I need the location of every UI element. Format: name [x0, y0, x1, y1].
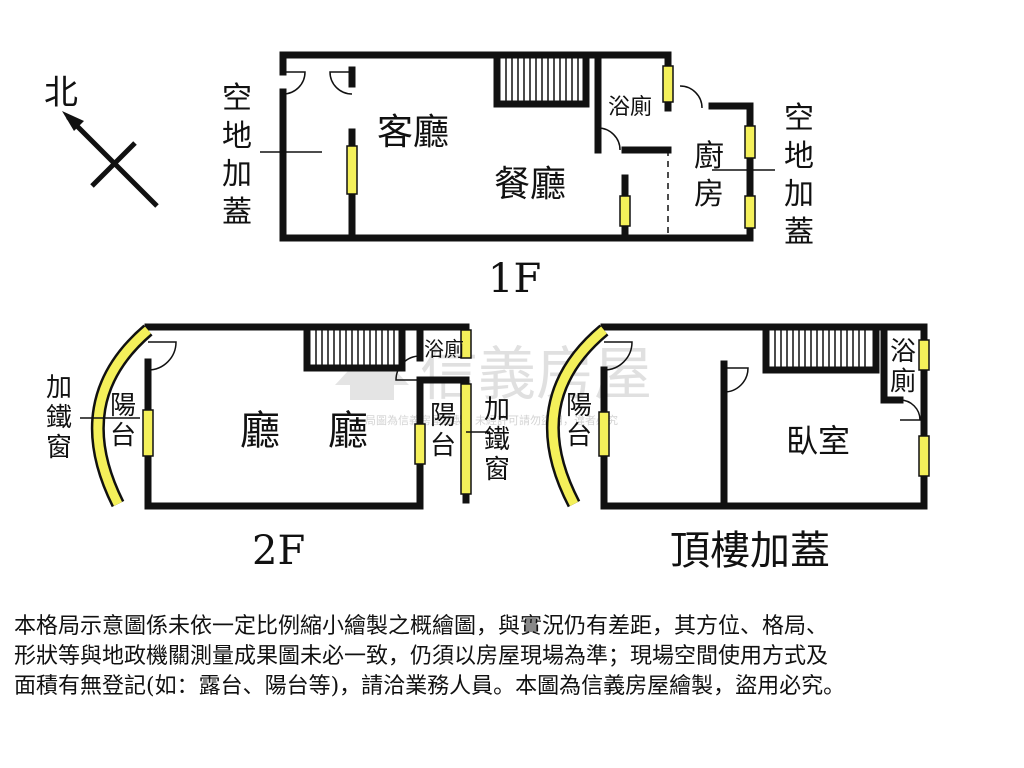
disclaimer-line: 形狀等與地政機關測量成果圖未必一致，仍須以房屋現場為準；現場空間使用方式及 [14, 644, 829, 669]
f1-bath-door-swing [597, 127, 621, 151]
f1-title: 1F [488, 256, 541, 302]
svg-text:加: 加 [46, 373, 72, 403]
f1-window [346, 145, 358, 195]
floor-2: 加 鐵 窗 陽 台 廳 廳 浴廁 陽 台 加 鐵 窗 2F [46, 323, 510, 574]
north-label: 北 [44, 73, 78, 113]
north-compass: 北 [44, 73, 159, 208]
svg-text:加: 加 [222, 157, 252, 192]
rt-bath-wall [880, 323, 904, 404]
north-arrow-shaft [66, 115, 159, 208]
svg-text:窗: 窗 [484, 455, 510, 485]
f1-left-addon-label: 空 地 加 蓋 [222, 81, 252, 230]
rt-balcony-label: 陽 台 [566, 391, 592, 451]
svg-text:陽: 陽 [110, 391, 136, 421]
svg-text:廚: 廚 [694, 139, 724, 174]
rt-window [918, 339, 930, 371]
floor-1: 空 地 加 蓋 客廳 餐廳 浴廁 廚 房 空 地 加 蓋 1F [222, 51, 814, 302]
rt-window [918, 435, 930, 477]
watermark-logo-base [350, 378, 394, 400]
svg-text:蓋: 蓋 [222, 195, 252, 230]
disclaimer-text: 本格局示意圖係未依一定比例縮小繪製之概繪圖，與實況仍有差距，其方位、格局、 形狀… [14, 612, 1014, 702]
north-arrow-head-icon [62, 111, 84, 131]
f1-window [662, 65, 674, 103]
f2-right-window-label: 加 鐵 窗 [484, 395, 510, 485]
floor-plan-diagram: 北 信義房屋 局圖為信義房屋繪製，未經許可請勿盜用，違者必究 [44, 51, 930, 574]
svg-text:陽: 陽 [566, 391, 592, 421]
f1-kitchen-label: 廚 房 [694, 139, 724, 212]
f1-left-bottom-wall [279, 88, 672, 242]
f2-window [142, 409, 154, 457]
f2-left-iron-window-fill [93, 326, 151, 507]
f2-door-swing [395, 355, 421, 381]
rt-outer-wall [600, 323, 928, 510]
rt-stairs [768, 329, 874, 368]
rt-bath-label: 浴 廁 [890, 337, 916, 397]
f2-hall-label: 廳 [240, 408, 280, 454]
compass-crossbar [90, 141, 137, 188]
svg-text:鐵: 鐵 [46, 403, 72, 433]
f2-window [460, 329, 472, 359]
svg-text:空: 空 [784, 101, 814, 136]
f2-window [414, 423, 426, 465]
rt-bedroom-label: 臥室 [786, 422, 850, 460]
f1-door-swing [329, 71, 353, 95]
f1-kitchen-wall [664, 102, 754, 242]
svg-text:鐵: 鐵 [484, 425, 510, 455]
f2-hall-label: 廳 [328, 408, 368, 454]
f2-left-balcony-label: 陽 台 [110, 391, 136, 451]
f2-stairs [309, 329, 400, 366]
svg-text:房: 房 [694, 177, 724, 212]
svg-text:地: 地 [784, 139, 814, 174]
rooftop-floor: 陽 台 浴 廁 臥室 頂樓加蓋 [545, 323, 930, 574]
svg-text:廁: 廁 [890, 367, 916, 397]
f1-stairs [499, 57, 584, 102]
disclaimer-line: 本格局示意圖係未依一定比例縮小繪製之概繪圖，與實況仍有差距，其方位、格局、 [14, 614, 829, 639]
f1-door-swing [282, 71, 306, 95]
rt-window [598, 411, 610, 457]
f1-window [744, 195, 756, 229]
svg-text:浴: 浴 [890, 337, 916, 367]
f1-window [619, 195, 631, 227]
svg-text:空: 空 [222, 81, 252, 116]
rt-stair-wall [762, 323, 880, 374]
disclaimer-line: 面積有無登記(如：露台、陽台等)，請洽業務人員。本圖為信義房屋繪製，盜用必究。 [14, 674, 846, 699]
svg-text:加: 加 [484, 395, 510, 425]
f1-stair-wall [493, 51, 590, 108]
svg-text:台: 台 [110, 421, 136, 451]
svg-text:加: 加 [784, 177, 814, 212]
f2-right-balcony-label: 陽 台 [430, 401, 456, 461]
rt-door-swing [603, 341, 633, 371]
f1-dining-room-label: 餐廳 [494, 164, 566, 205]
svg-text:台: 台 [566, 421, 592, 451]
svg-text:蓋: 蓋 [784, 215, 814, 250]
f2-door-swing [147, 341, 177, 371]
f2-title: 2F [252, 528, 305, 574]
rt-bath-door-swing [899, 399, 921, 421]
svg-text:台: 台 [430, 431, 456, 461]
svg-text:陽: 陽 [430, 401, 456, 431]
f2-bath-label: 浴廁 [424, 337, 464, 361]
f1-bath-label: 浴廁 [608, 95, 652, 120]
svg-text:地: 地 [222, 119, 252, 154]
f1-window [744, 125, 756, 159]
watermark-brand: 信義房屋 [420, 340, 652, 408]
svg-text:窗: 窗 [46, 433, 72, 463]
rt-left-iron-window-fill [548, 326, 607, 507]
f2-stair-wall [303, 323, 406, 372]
f2-left-window-label: 加 鐵 窗 [46, 373, 72, 463]
rt-door-swing [723, 367, 749, 393]
f2-right-iron-window [460, 383, 472, 495]
f1-kitchen-door-swing [679, 85, 703, 109]
f1-right-addon-label: 空 地 加 蓋 [784, 101, 814, 250]
rt-title: 頂樓加蓋 [670, 528, 830, 574]
f1-living-room-label: 客廳 [377, 112, 449, 153]
